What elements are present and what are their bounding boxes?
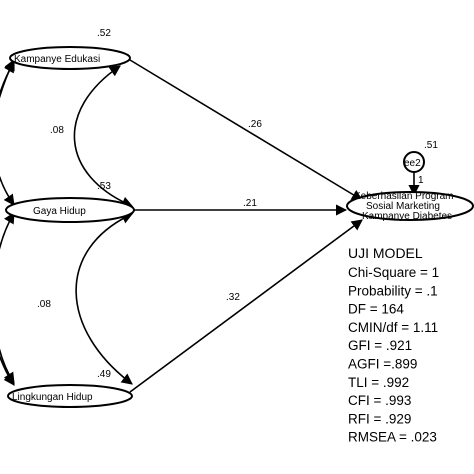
path-lingkungan-to-outcome <box>129 219 363 393</box>
outcome-label-line-2: Sosial Marketing <box>366 201 440 212</box>
fit-line: Probability = .1 <box>348 283 438 298</box>
r2-kampanye: .52 <box>97 28 111 39</box>
path-kampanye-to-outcome <box>129 59 363 201</box>
covariance-arc-kampanye-gaya <box>73 65 134 208</box>
fit-line: AGFI =.899 <box>348 357 417 372</box>
error-path-weight: 1 <box>418 175 424 186</box>
node-kampanye-edukasi <box>9 46 131 70</box>
fit-line: CMIN/df = 1.11 <box>348 320 438 335</box>
error-variance: .51 <box>424 140 438 151</box>
r2-gaya: .53 <box>97 181 111 192</box>
fit-line: CFI = .993 <box>348 393 411 408</box>
node-gaya-hidup <box>5 197 135 223</box>
coef-kampanye-to-outcome: .26 <box>248 119 262 130</box>
kampanye-label: Kampanye Edukasi <box>14 54 100 65</box>
fit-statistics: Chi-Square = 1 Probability = .1 DF = 164CM… <box>348 265 439 445</box>
gaya-label: Gaya Hidup <box>33 206 86 217</box>
r2-lingkungan: .49 <box>97 369 111 380</box>
lingkungan-label: Lingkungan Hidup <box>12 392 93 403</box>
node-error-ee2 <box>403 151 425 173</box>
error-label: ee2 <box>404 158 421 169</box>
corr-gaya-lingkungan: .08 <box>37 299 51 310</box>
coef-gaya-to-outcome: .21 <box>243 198 257 209</box>
covariance-arc-kampanye-lingkungan <box>0 58 15 386</box>
covariance-arc-kampanye-gaya-outer <box>0 61 15 206</box>
fit-title: UJI MODEL <box>348 245 423 261</box>
corr-kampanye-gaya: .08 <box>50 125 64 136</box>
fit-line: DF = 164 <box>348 302 404 317</box>
covariance-arc-gaya-lingkungan-outer <box>0 212 15 384</box>
node-outcome <box>346 191 474 221</box>
outcome-label-line-1: Keberhasilan Program <box>354 191 454 202</box>
coef-lingkungan-to-outcome: .32 <box>226 292 240 303</box>
outcome-label-line-3: Kampanye Diabetes <box>362 211 452 222</box>
fit-line: RFI = .929 <box>348 411 411 426</box>
node-lingkungan-hidup <box>7 384 133 408</box>
fit-line: RMSEA = .023 <box>348 430 437 445</box>
covariance-arc-gaya-lingkungan <box>75 213 134 385</box>
fit-line: Chi-Square = 1 <box>348 265 439 280</box>
fit-line: GFI = .921 <box>348 338 412 353</box>
fit-line: TLI = .992 <box>348 375 409 390</box>
